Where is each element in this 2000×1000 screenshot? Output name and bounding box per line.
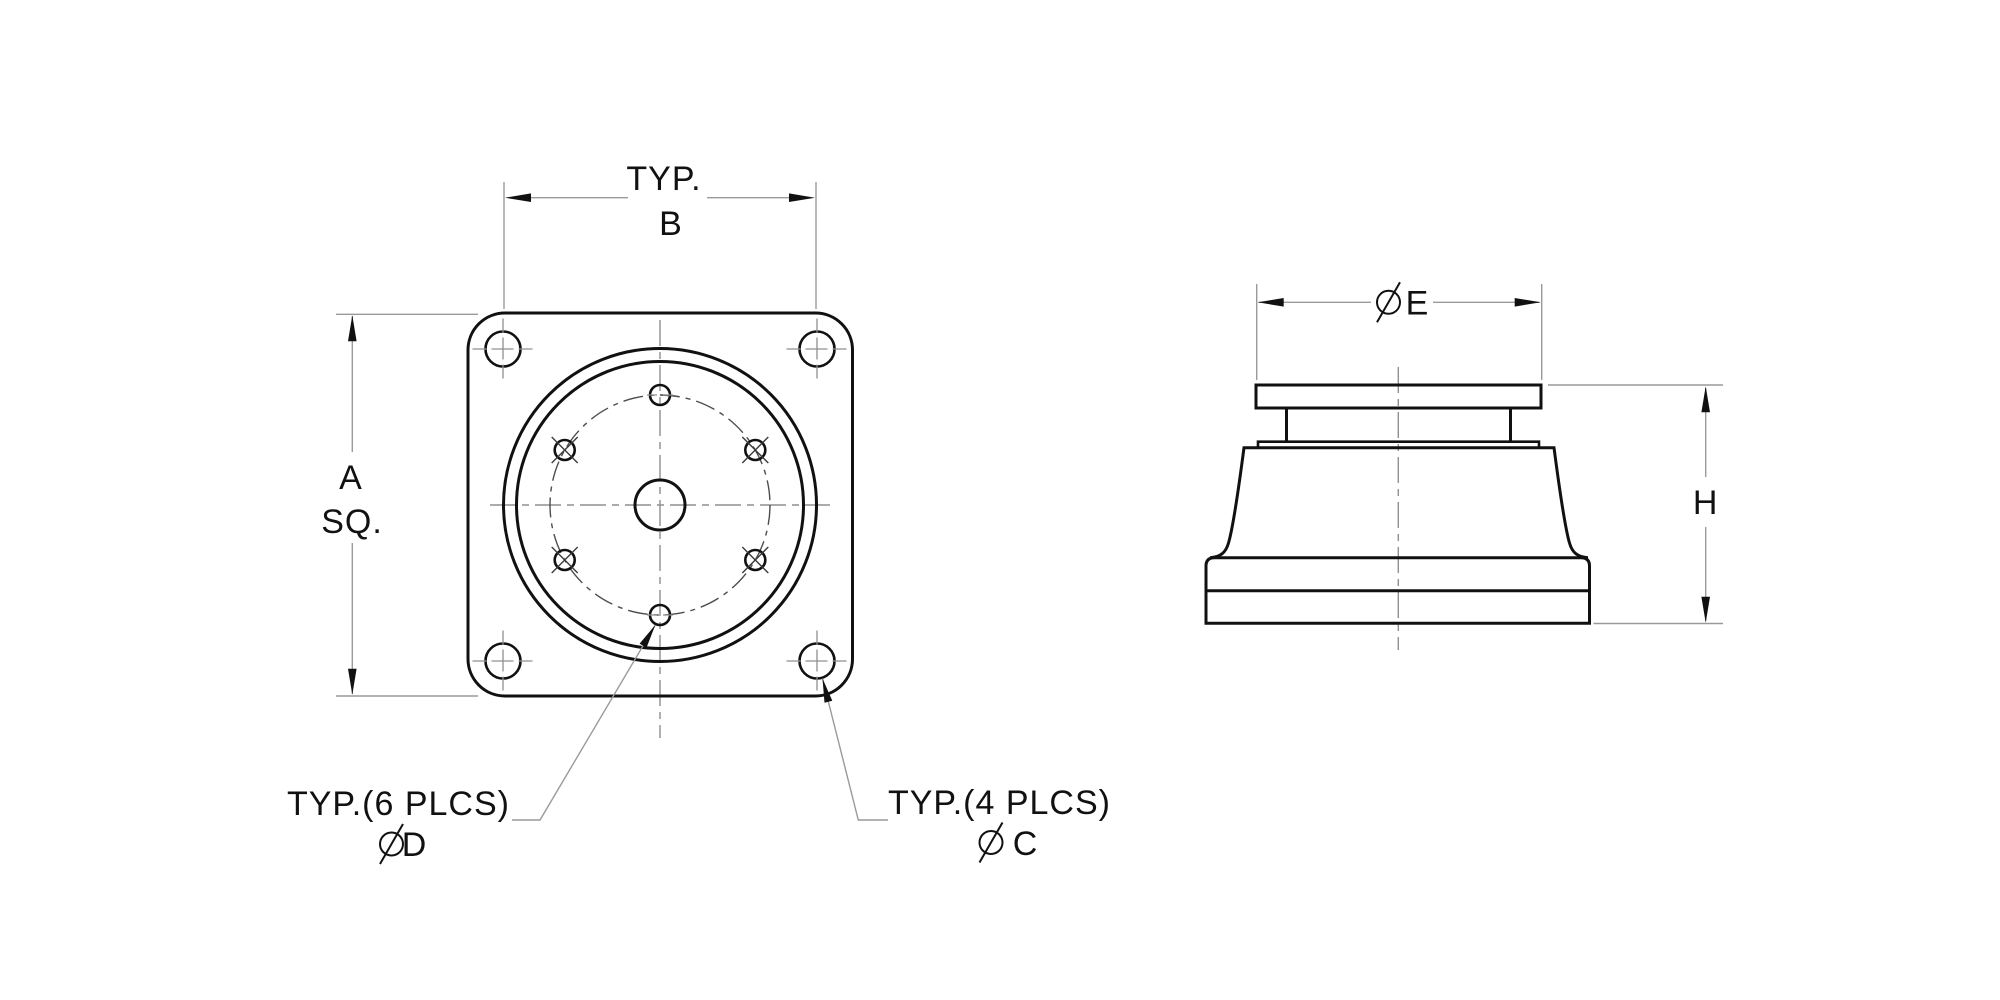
note-d-letter: D xyxy=(402,826,428,864)
leader-line xyxy=(512,625,656,821)
arrowhead xyxy=(1701,386,1710,413)
outer-circle xyxy=(502,347,818,663)
inner-circle xyxy=(515,360,805,650)
bolt-holes xyxy=(551,383,769,627)
bolt-hole xyxy=(553,548,577,572)
bolt-hole xyxy=(743,548,767,572)
dim-a-letter: A xyxy=(339,459,363,497)
dimension-h: H xyxy=(1548,384,1723,625)
bolt-circle-centerline xyxy=(549,394,771,616)
arrowhead xyxy=(639,625,656,648)
arrowhead xyxy=(348,315,357,342)
bolt-hole xyxy=(553,438,577,462)
base-flange xyxy=(1204,556,1591,625)
dim-b-prefix: TYP. xyxy=(626,160,701,198)
diameter-symbol xyxy=(978,822,1004,863)
top-cap-plate xyxy=(1254,383,1543,410)
dim-e-letter: E xyxy=(1406,285,1430,323)
note-c-text: TYP.(4 PLCS) xyxy=(888,784,1111,822)
note-c-letter: C xyxy=(1013,825,1039,863)
arrowhead xyxy=(348,668,357,695)
dimension-e: E xyxy=(1255,281,1543,380)
dim-h-letter: H xyxy=(1693,484,1719,522)
dim-a-suffix: SQ. xyxy=(321,503,383,541)
square-flange-outline xyxy=(466,311,854,698)
diameter-symbol xyxy=(1376,281,1401,323)
note-c: TYP.(4 PLCS) C xyxy=(821,678,1111,863)
bolt-hole xyxy=(743,438,767,462)
front-view: TYP. B A SQ. TYP.(6 PLCS) D xyxy=(287,160,1111,865)
arrowhead xyxy=(1701,596,1710,623)
side-view: E H xyxy=(1204,281,1723,650)
diameter-symbol xyxy=(379,823,404,865)
dim-b-letter: B xyxy=(659,205,683,243)
corner-holes xyxy=(472,318,848,692)
note-d: TYP.(6 PLCS) D xyxy=(287,625,656,865)
tapered-body xyxy=(1209,446,1589,560)
arrowhead xyxy=(789,193,815,202)
center-hole xyxy=(633,478,687,532)
dimension-b: TYP. B xyxy=(503,160,817,309)
leader-line xyxy=(821,678,888,821)
arrowhead xyxy=(822,678,833,703)
arrowhead xyxy=(1257,298,1284,307)
dimension-a: A SQ. xyxy=(321,313,478,697)
pad-strip xyxy=(1256,440,1541,448)
arrowhead xyxy=(505,193,531,202)
hole-x-ticks xyxy=(551,436,769,574)
note-d-text: TYP.(6 PLCS) xyxy=(287,785,510,823)
arrowhead xyxy=(1514,298,1541,307)
